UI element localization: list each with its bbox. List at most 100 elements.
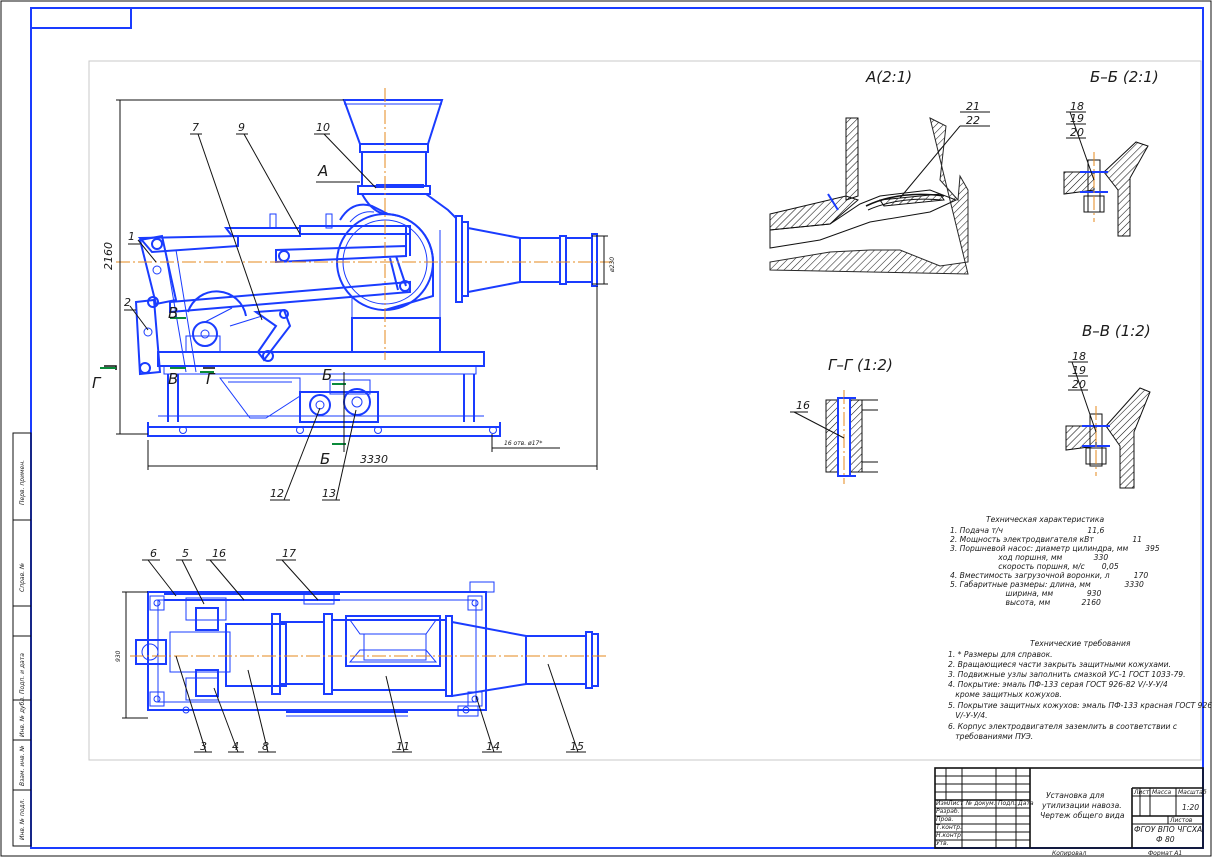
cut-marker-a: А: [317, 162, 328, 180]
callout-6: 6: [150, 547, 157, 560]
sheets-label: Листов: [1169, 817, 1193, 824]
tech-line: 5. Габаритные размеры: длина, мм 3330: [950, 580, 1144, 589]
strip-label: Справ. №: [19, 563, 26, 592]
scale-value: 1:20: [1182, 803, 1199, 812]
title-block: Изм. Лист № докум. Подп. Дата Разраб. Пр…: [934, 767, 1207, 857]
callout-9: 9: [238, 121, 245, 134]
sheet-label: Лист: [1133, 789, 1150, 796]
group: Ф 80: [1156, 835, 1175, 844]
callout-19-vv: 19: [1072, 364, 1086, 377]
callout-8: 8: [262, 740, 269, 753]
cut-marker-g: Г: [206, 370, 216, 388]
callout-16: 16: [212, 547, 226, 560]
callout-16-section: 16: [796, 399, 810, 412]
tech-characteristics: Техническая характеристика 1. Подача т/ч…: [950, 515, 1160, 607]
organization: ФГОУ ВПО ЧГСХА: [1134, 825, 1202, 834]
tech-line: 1. Подача т/ч 11,6: [950, 526, 1105, 535]
row-label: Пров.: [936, 816, 954, 823]
requirement-line: 3. Подвижные узлы заполнить смазкой УС-1…: [948, 670, 1186, 679]
requirement-line: кроме защитных кожухов.: [948, 690, 1062, 699]
row-label: № докум.: [965, 800, 996, 807]
pipe-diameter-dimension: ø230: [609, 257, 616, 273]
row-label: Н.контр.: [936, 832, 963, 839]
requirement-line: 2. Вращающиеся части закрыть защитными к…: [948, 660, 1171, 669]
row-label: Разраб.: [936, 808, 960, 815]
plan-view: 930 6 5 16 17 3 4 8 11 14 15: [115, 547, 608, 753]
callout-17: 17: [282, 547, 296, 560]
cut-marker-v: В: [168, 370, 178, 388]
copied-label: Копировал: [1052, 850, 1086, 857]
callout-10: 10: [316, 121, 330, 134]
section-a-title: А(2:1): [865, 68, 912, 86]
section-vv-view: В–В (1:2) 18 19 20: [1065, 322, 1151, 489]
cut-marker-g: Г: [92, 374, 102, 392]
section-bb-title: Б–Б (2:1): [1090, 68, 1159, 86]
cut-marker-b: Б: [322, 366, 332, 384]
cut-marker-v: В: [168, 304, 178, 322]
callout-3: 3: [200, 740, 207, 753]
callout-7: 7: [192, 121, 199, 134]
scale-label: Масштаб: [1178, 789, 1207, 796]
tech-line: 3. Поршневой насос: диаметр цилиндра, мм…: [950, 544, 1160, 553]
callout-20: 20: [1070, 126, 1084, 139]
callout-18: 18: [1070, 100, 1084, 113]
section-a-view: А(2:1) 21 22: [769, 68, 990, 275]
section-bb-view: Б–Б (2:1) 18 19 20: [1063, 68, 1159, 237]
format-label: Формат А1: [1148, 850, 1182, 857]
row-label: Подп.: [998, 800, 1016, 807]
row-label: Т.контр.: [936, 824, 962, 831]
callout-14: 14: [486, 740, 500, 753]
callout-4: 4: [232, 740, 239, 753]
tech-line: высота, мм 2160: [950, 598, 1101, 607]
width-dimension: 930: [115, 650, 122, 662]
requirement-line: 5. Покрытие защитных кожухов: эмаль ПФ-1…: [948, 701, 1212, 710]
callout-20-vv: 20: [1072, 378, 1086, 391]
row-label: Дата: [1017, 800, 1034, 807]
drawing-name-line: Чертеж общего вида: [1040, 811, 1125, 820]
left-margin-strip: Перв. примен. Справ. № Подп. и дата Инв.…: [12, 432, 32, 847]
strip-label: Подп. и дата: [19, 653, 26, 694]
section-gg-view: Г–Г (1:2) 16: [790, 356, 893, 484]
callout-19: 19: [1070, 112, 1084, 125]
drawing-name-line: утилизации навоза.: [1041, 801, 1122, 810]
callout-1: 1: [128, 230, 135, 243]
callout-5: 5: [182, 547, 189, 560]
tech-requirements-heading: Технические требования: [1030, 639, 1131, 648]
callout-15: 15: [570, 740, 584, 753]
height-dimension: 2160: [102, 242, 115, 270]
row-label: Изм.: [936, 800, 950, 807]
tech-line: 4. Вместимость загрузочной воронки, л 17…: [950, 571, 1148, 580]
requirement-line: 6. Корпус электродвигателя заземлить в с…: [948, 722, 1178, 731]
callout-2: 2: [124, 296, 131, 309]
tech-characteristics-heading: Техническая характеристика: [986, 515, 1104, 524]
tech-line: 2. Мощность электродвигателя кВт 11: [950, 535, 1142, 544]
tech-line: ширина, мм 930: [950, 589, 1102, 598]
callout-18-vv: 18: [1072, 350, 1086, 363]
section-vv-title: В–В (1:2): [1082, 322, 1151, 340]
drawing-name-line: Установка для: [1046, 791, 1105, 800]
row-label: Лист: [947, 800, 964, 807]
cut-marker-b: Б: [320, 450, 330, 468]
mass-label: Масса: [1152, 789, 1171, 796]
strip-label: Взам. инв. №: [19, 745, 26, 786]
callout-22: 22: [966, 114, 980, 127]
strip-label: Инв. № подл.: [19, 799, 26, 840]
tech-line: ход поршня, мм 330: [950, 553, 1108, 562]
front-view: 2160 3330 ø230 16 отв. ø17* Г Г В В Б Б …: [92, 88, 616, 501]
row-label: Утв.: [936, 840, 949, 847]
tech-requirements: Технические требования 1. * Размеры для …: [948, 639, 1212, 741]
callout-13: 13: [322, 487, 336, 500]
requirement-line: 1. * Размеры для справок.: [948, 650, 1053, 659]
section-gg-title: Г–Г (1:2): [828, 356, 893, 374]
strip-label: Перв. примен.: [19, 460, 26, 505]
callout-11: 11: [396, 740, 410, 753]
requirement-line: 4. Покрытие: эмаль ПФ-133 серая ГОСТ 926…: [948, 680, 1168, 689]
requirement-line: V/-У-У/4.: [948, 711, 988, 720]
holes-dimension: 16 отв. ø17*: [504, 440, 542, 447]
requirement-line: требованиями ПУЭ.: [948, 732, 1033, 741]
length-dimension: 3330: [360, 453, 388, 466]
strip-label: Инв. № дубл.: [19, 696, 26, 737]
callout-21: 21: [966, 100, 980, 113]
tech-line: скорость поршня, м/с 0,05: [950, 562, 1119, 571]
